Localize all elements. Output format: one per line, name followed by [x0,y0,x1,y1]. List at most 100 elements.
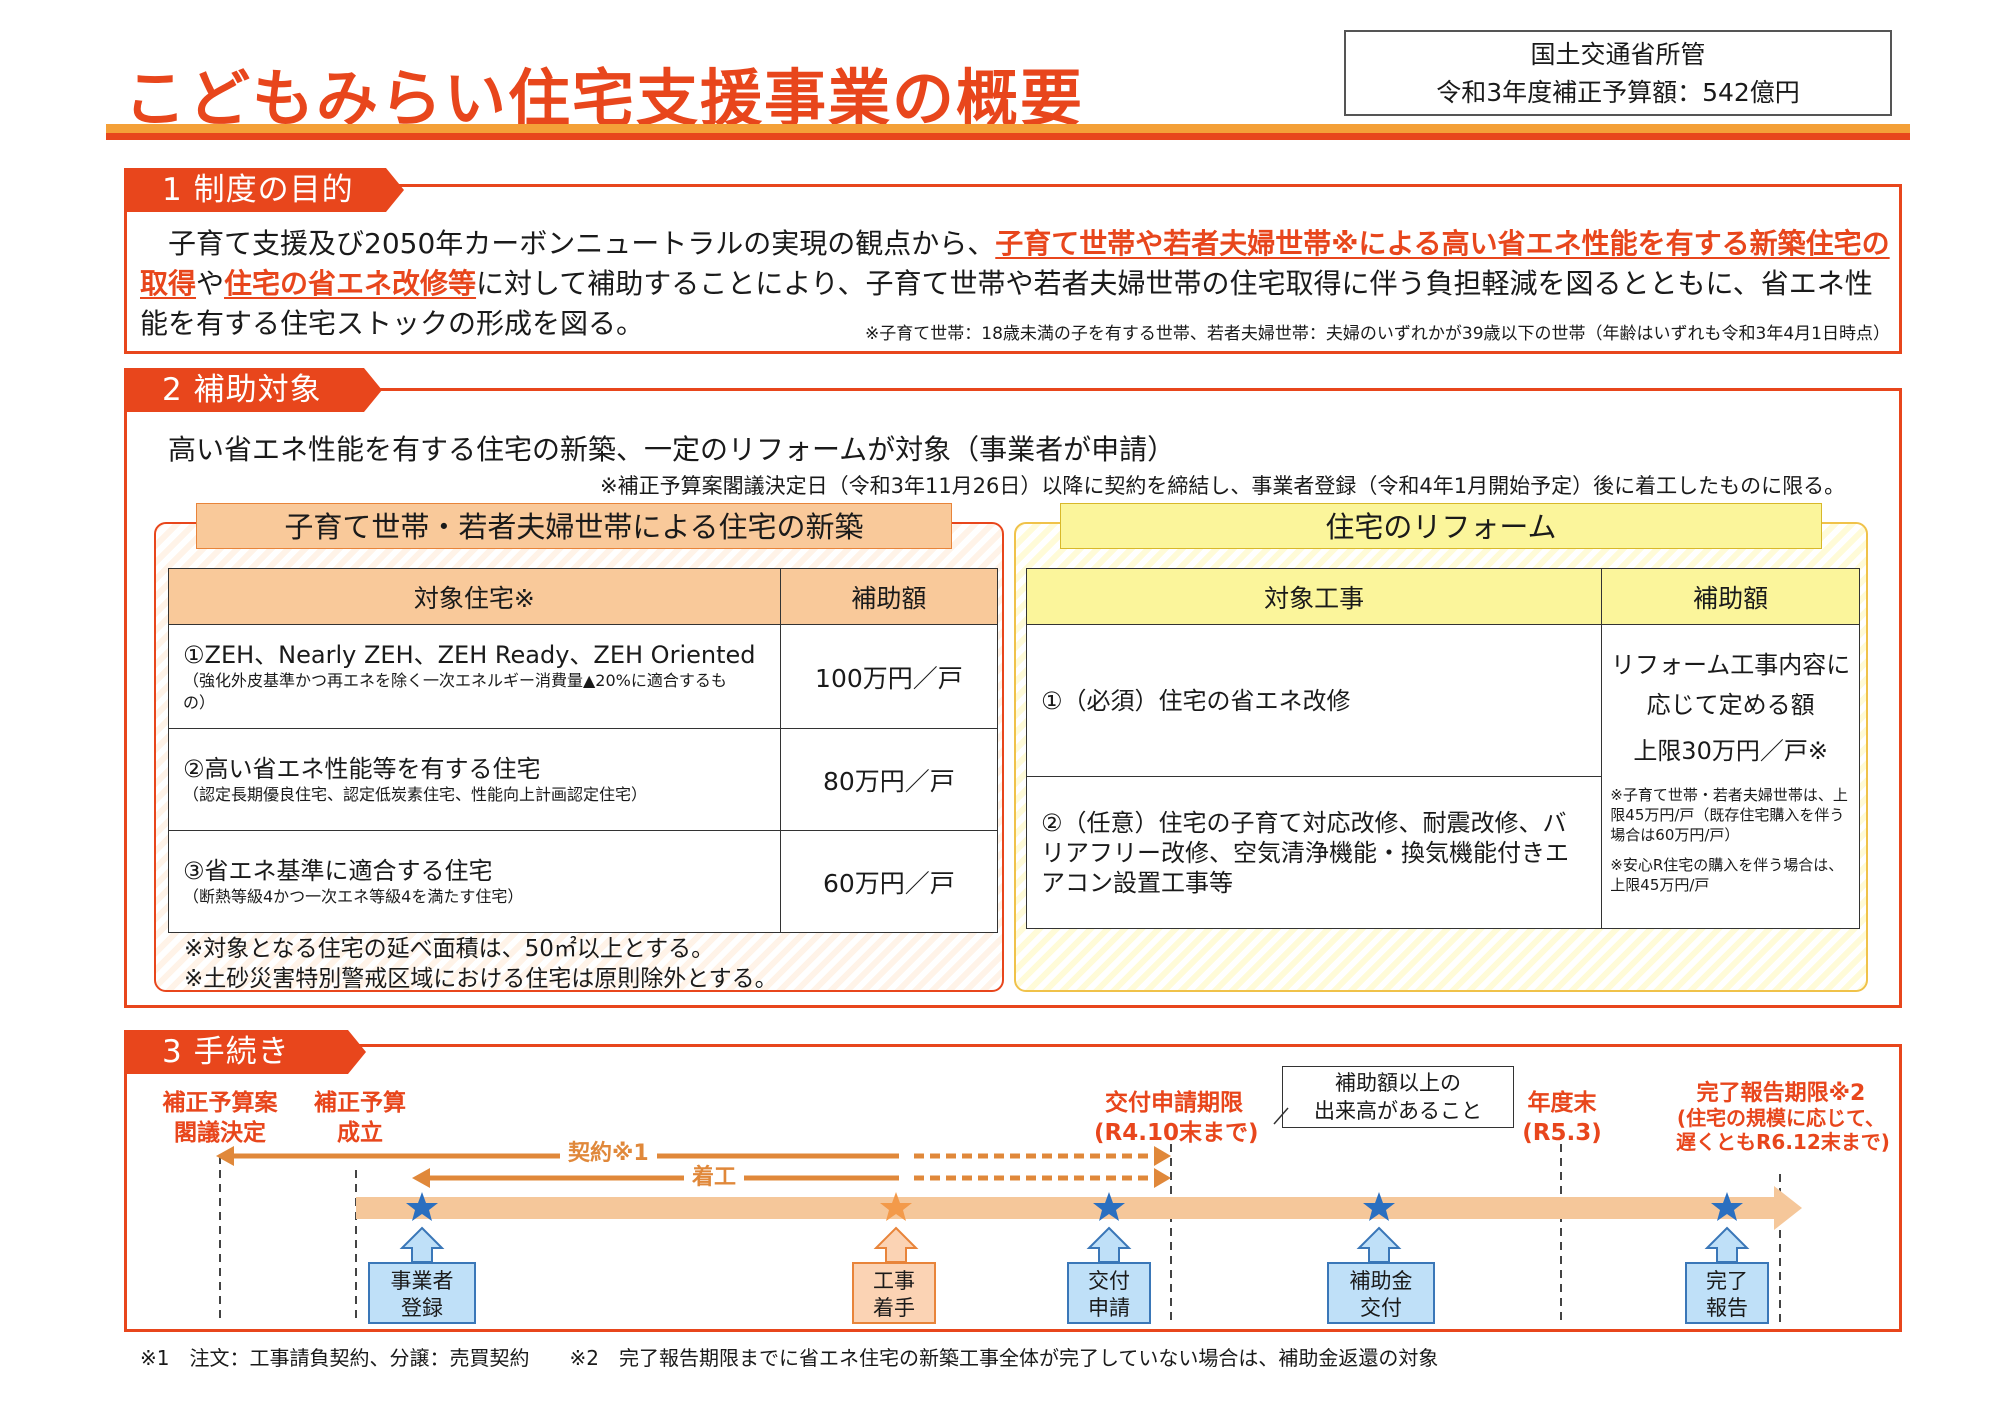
callout-leader [1273,1107,1289,1125]
title-rule-red [106,133,1910,140]
new-build-note-landslide: ※土砂災害特別警戒区域における住宅は原則除外とする。 [184,966,778,992]
milestone-label: (R5.3) [1522,1120,1602,1146]
star-icon [406,1192,438,1221]
reform-table: 対象工事 補助額 ①（必須）住宅の省エネ改修 リフォーム工事内容に応じて定める額… [1025,568,1860,929]
budget-box: 国土交通省所管 令和3年度補正予算額：542億円 [1344,30,1892,116]
contract-arrow [216,1146,1171,1166]
reform-amount-cell: リフォーム工事内容に応じて定める額 上限30万円／戸※ ※子育て世帯・若者夫婦世… [1601,624,1860,929]
tag-tail [386,168,404,212]
budget-amount: 令和3年度補正予算額：542億円 [1436,78,1800,107]
reform-row-required: ①（必須）住宅の省エネ改修 [1025,624,1603,777]
step-label: 工事 [873,1269,915,1293]
reform-amount-note-family: ※子育て世帯・若者夫婦世帯は、上限45万円/戸（既存住宅購入を伴う場合は60万円… [1610,786,1848,844]
construction-arrow [412,1168,1171,1188]
table-row: ②（任意）住宅の子育て対応改修、耐震改修、バリアフリー改修、空気清浄機能・換気機… [1025,776,1860,929]
milestone-label: (R4.10末まで) [1094,1120,1259,1146]
purpose-text-b: や [196,267,225,300]
up-arrows [399,1226,1750,1263]
step-subsidy-payment: 補助金交付 [1327,1262,1435,1324]
reform-amount-text: リフォーム工事内容に応じて定める額 [1611,651,1851,719]
target-intro: 高い省エネ性能を有する住宅の新築、一定のリフォームが対象（事業者が申請） [168,433,1176,466]
reform-title: 住宅のリフォーム [1060,503,1822,549]
row-main: ①ZEH、Nearly ZEH、ZEH Ready、ZEH Oriented [183,640,756,669]
callout-progress: 補助額以上の出来高があること [1282,1066,1514,1128]
milestone-cabinet-decision: 補正予算案閣議決定 [150,1088,290,1148]
milestone-label: (住宅の規模に応じて、 [1676,1106,1886,1130]
target-note: ※補正予算案閣議決定日（令和3年11月26日）以降に契約を締結し、事業者登録（令… [600,474,1846,498]
reform-amount-cap: 上限30万円／戸※ [1633,737,1828,765]
table-row: ③省エネ基準に適合する住宅（断熱等級4かつ一次エネ等級4を満たす住宅） 60万円… [168,830,999,933]
row-sub: （認定長期優良住宅、認定低炭素住宅、性能向上計画認定住宅） [183,784,648,804]
step-label: 登録 [401,1296,443,1320]
reform-row-optional: ②（任意）住宅の子育て対応改修、耐震改修、バリアフリー改修、空気清浄機能・換気機… [1025,776,1603,929]
new-build-note-area: ※対象となる住宅の延べ面積は、50㎡以上とする。 [184,936,715,962]
col-target-house: 対象住宅※ [168,568,781,625]
tag-tail [364,368,382,412]
section-purpose [124,184,1902,354]
step-label: 着手 [873,1296,915,1320]
step-completion-report: 完了報告 [1685,1262,1769,1324]
step-label: 補助金 [1349,1269,1413,1293]
milestone-label: 完了報告期限※2 [1696,1081,1866,1106]
purpose-note: ※子育て世帯：18歳未満の子を有する世帯、若者夫婦世帯：夫婦のいずれかが39歳以… [865,324,1890,344]
table-row: ②高い省エネ性能等を有する住宅（認定長期優良住宅、認定低炭素住宅、性能向上計画認… [168,728,999,831]
new-build-table: 対象住宅※ 補助額 ①ZEH、Nearly ZEH、ZEH Ready、ZEH … [168,568,999,933]
col-amount: 補助額 [1601,568,1860,625]
construction-label: 着工 [684,1164,745,1192]
star-icon [1363,1192,1395,1221]
section-procedure [124,1044,1902,1332]
title-rule-orange [106,124,1910,133]
star-icon [1093,1192,1125,1221]
step-label: 交付 [1360,1296,1402,1320]
section-procedure-tag: 3 手続き [124,1030,348,1074]
milestone-fiscal-year-end: 年度末 (R5.3) [1512,1088,1612,1148]
purpose-text-c: に対して補助することにより、子育て世帯や若者夫婦世帯の住宅取得に伴う負担軽減を図… [140,267,1873,340]
step-label: 交付 [1088,1269,1130,1293]
tag-tail [348,1030,366,1074]
row-sub: （強化外皮基準かつ再エネを除く一次エネルギー消費量▲20%に適合するもの） [183,670,727,712]
milestone-label: 交付申請期限 [1105,1090,1243,1116]
step-label: 事業者 [390,1269,454,1293]
purpose-text: 子育て支援及び2050年カーボンニュートラルの実現の観点から、子育て世帯や若者夫… [140,224,1892,344]
milestone-completion-report: 完了報告期限※2(住宅の規模に応じて、遅くともR6.12末まで) [1676,1081,1890,1155]
row-main: ③省エネ基準に適合する住宅 [183,856,493,885]
row-amount: 80万円／戸 [779,728,999,831]
purpose-highlight-renovation: 住宅の省エネ改修等 [224,267,477,300]
milestone-label: 遅くともR6.12末まで) [1676,1130,1890,1154]
row-sub: （断熱等級4かつ一次エネ等級4を満たす住宅） [183,886,524,906]
reform-amount-note-anshin: ※安心R住宅の購入を伴う場合は、上限45万円/戸 [1610,856,1844,894]
purpose-highlight-new-build: 子育て世帯や若者夫婦世帯※による高い省エネ性能を有する新築住宅の取得 [140,227,1890,300]
milestone-budget-passed: 補正予算成立 [290,1088,430,1148]
main-timeline-arrow [356,1186,1802,1230]
milestone-label: 年度末 [1527,1090,1597,1116]
step-business-registration: 事業者登録 [368,1262,476,1324]
milestone-label: 成立 [337,1120,383,1146]
milestone-label: 補正予算 [314,1090,406,1116]
section-target [124,388,1902,1008]
milestone-label: 閣議決定 [174,1120,266,1146]
milestone-application-deadline: 交付申請期限 (R4.10末まで) [1094,1088,1259,1148]
section-purpose-tag: 1 制度の目的 [124,168,386,212]
table-row: ①（必須）住宅の省エネ改修 リフォーム工事内容に応じて定める額 上限30万円／戸… [1025,624,1860,929]
procedure-timeline [216,1107,1802,1324]
table-row: ①ZEH、Nearly ZEH、ZEH Ready、ZEH Oriented（強… [168,624,999,729]
col-amount: 補助額 [779,568,999,625]
step-label: 完了 [1706,1269,1748,1293]
new-build-title: 子育て世帯・若者夫婦世帯による住宅の新築 [196,503,952,549]
dashed-guides [219,1144,1781,1324]
step-label: 報告 [1706,1296,1748,1320]
step-construction-start: 工事着手 [852,1262,936,1324]
section-target-tag: 2 補助対象 [124,368,364,412]
footnote: ※1 注文：工事請負契約、分譲：売買契約 ※2 完了報告期限までに省エネ住宅の新… [140,1346,1439,1370]
callout-text: 補助額以上の [1335,1071,1461,1095]
step-label: 申請 [1088,1296,1130,1320]
callout-text: 出来高があること [1314,1099,1482,1123]
row-amount: 100万円／戸 [779,624,999,729]
budget-ministry: 国土交通省所管 [1530,40,1706,69]
star-icon [880,1192,912,1221]
contract-label: 契約※1 [560,1140,657,1168]
page-title: こどもみらい住宅支援事業の概要 [124,62,1085,135]
row-main: ②高い省エネ性能等を有する住宅 [183,754,541,783]
col-target-work: 対象工事 [1025,568,1603,625]
star-icons [406,1192,1743,1221]
